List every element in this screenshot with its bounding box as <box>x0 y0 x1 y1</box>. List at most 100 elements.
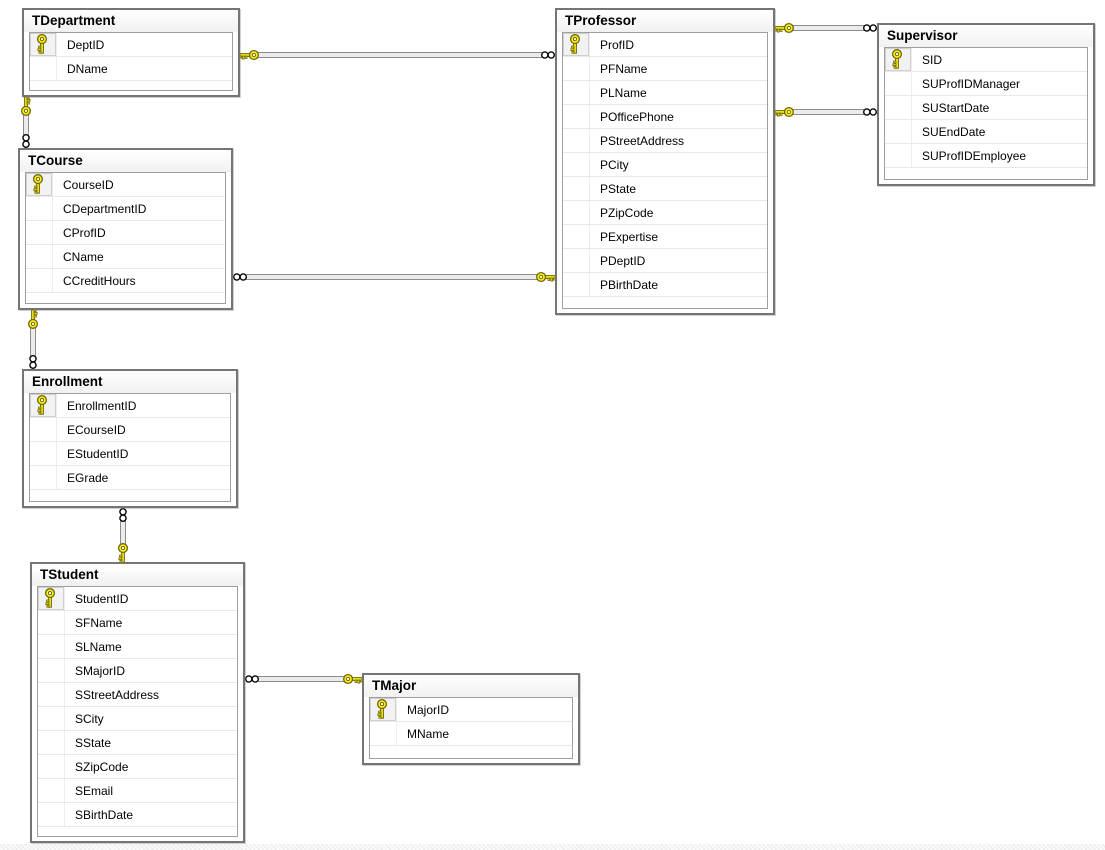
column-name: PFName <box>600 61 648 76</box>
primary-key-icon <box>26 173 53 196</box>
column-icon-cell <box>38 659 65 682</box>
key-one-end-icon <box>536 271 556 283</box>
column-name: PStreetAddress <box>600 133 685 148</box>
key-one-end-icon <box>27 309 39 329</box>
table-row[interactable]: SID <box>885 48 1087 72</box>
table-title[interactable]: TStudent <box>32 564 243 586</box>
key-icon <box>36 395 49 415</box>
table-row[interactable]: SFName <box>38 611 237 635</box>
table-title[interactable]: TMajor <box>364 675 578 697</box>
column-name: StudentID <box>75 591 129 606</box>
column-name: MajorID <box>407 702 450 717</box>
key-one-end-icon <box>20 96 32 116</box>
table-row[interactable]: PExpertise <box>563 225 767 249</box>
table-row[interactable]: CourseID <box>26 173 225 197</box>
key-icon <box>569 34 582 54</box>
table-row[interactable]: ECourseID <box>30 418 230 442</box>
table-row[interactable]: SUStartDate <box>885 96 1087 120</box>
table-row[interactable]: SMajorID <box>38 659 237 683</box>
relationship-line[interactable] <box>30 327 36 356</box>
table-row[interactable]: ProfID <box>563 33 767 57</box>
relationship-line[interactable] <box>257 52 542 58</box>
table-row[interactable]: POfficePhone <box>563 105 767 129</box>
table-row[interactable]: MajorID <box>370 698 572 722</box>
column-name: EStudentID <box>67 446 129 461</box>
table-row[interactable]: MName <box>370 722 572 746</box>
table-title[interactable]: Enrollment <box>24 371 236 393</box>
table-row[interactable]: CDepartmentID <box>26 197 225 221</box>
table-row[interactable]: EGrade <box>30 466 230 490</box>
table-row[interactable]: DName <box>30 57 232 81</box>
table-row[interactable]: PCity <box>563 153 767 177</box>
table-title[interactable]: TProfessor <box>557 10 773 32</box>
table-row[interactable]: CProfID <box>26 221 225 245</box>
key-one-end-icon <box>239 49 259 61</box>
table-row[interactable]: SUEndDate <box>885 120 1087 144</box>
column-icon-cell <box>563 273 590 296</box>
primary-key-icon <box>370 698 397 721</box>
table-row[interactable]: EStudentID <box>30 442 230 466</box>
table-row[interactable]: PBirthDate <box>563 273 767 297</box>
table-row[interactable]: SStreetAddress <box>38 683 237 707</box>
column-icon-cell <box>885 120 912 143</box>
relationship-line[interactable] <box>258 676 345 682</box>
table-row[interactable]: SState <box>38 731 237 755</box>
table-row[interactable]: CName <box>26 245 225 269</box>
key-one-end-icon <box>117 543 129 563</box>
table-row[interactable]: PLName <box>563 81 767 105</box>
column-icon-cell <box>26 221 53 244</box>
table-title[interactable]: TCourse <box>20 150 231 172</box>
column-icon-cell <box>38 707 65 730</box>
relationship-line[interactable] <box>246 274 538 280</box>
table-row[interactable]: PState <box>563 177 767 201</box>
table-title[interactable]: Supervisor <box>879 25 1093 47</box>
column-icon-cell <box>563 153 590 176</box>
table-title[interactable]: TDepartment <box>24 10 238 32</box>
table-row[interactable]: StudentID <box>38 587 237 611</box>
table-row[interactable]: PFName <box>563 57 767 81</box>
column-icon-cell <box>38 755 65 778</box>
column-name: PDeptID <box>600 253 646 268</box>
relationship-line[interactable] <box>792 25 864 31</box>
column-icon-cell <box>30 442 57 465</box>
table-row[interactable]: DeptID <box>30 33 232 57</box>
table-row[interactable]: PStreetAddress <box>563 129 767 153</box>
relationship-line[interactable] <box>792 109 864 115</box>
column-name: EnrollmentID <box>67 398 137 413</box>
table-row[interactable]: CCreditHours <box>26 269 225 293</box>
infinity-many-end-icon <box>540 50 556 60</box>
table-row[interactable]: PZipCode <box>563 201 767 225</box>
column-name: CCreditHours <box>63 273 136 288</box>
table-row[interactable]: SEmail <box>38 779 237 803</box>
relationship-line[interactable] <box>23 114 29 135</box>
table-row[interactable]: SBirthDate <box>38 803 237 827</box>
table-row[interactable]: EnrollmentID <box>30 394 230 418</box>
key-one-end-icon <box>774 106 794 118</box>
table-row[interactable]: SUProfIDManager <box>885 72 1087 96</box>
key-icon <box>891 49 904 69</box>
table-row[interactable]: SUProfIDEmployee <box>885 144 1087 168</box>
column-icon-cell <box>38 683 65 706</box>
infinity-many-end-icon <box>232 272 248 282</box>
relationship-line[interactable] <box>120 521 126 545</box>
table-row[interactable]: SZipCode <box>38 755 237 779</box>
table-grid: EnrollmentID ECourseID EStudentID EGrade <box>29 393 231 502</box>
table-row[interactable]: SCity <box>38 707 237 731</box>
table-row[interactable]: PDeptID <box>563 249 767 273</box>
table-row[interactable]: SLName <box>38 635 237 659</box>
column-name: DName <box>67 61 108 76</box>
column-name: CName <box>63 249 104 264</box>
primary-key-icon <box>30 33 57 56</box>
key-one-end-icon <box>774 22 794 34</box>
column-icon-cell <box>30 466 57 489</box>
